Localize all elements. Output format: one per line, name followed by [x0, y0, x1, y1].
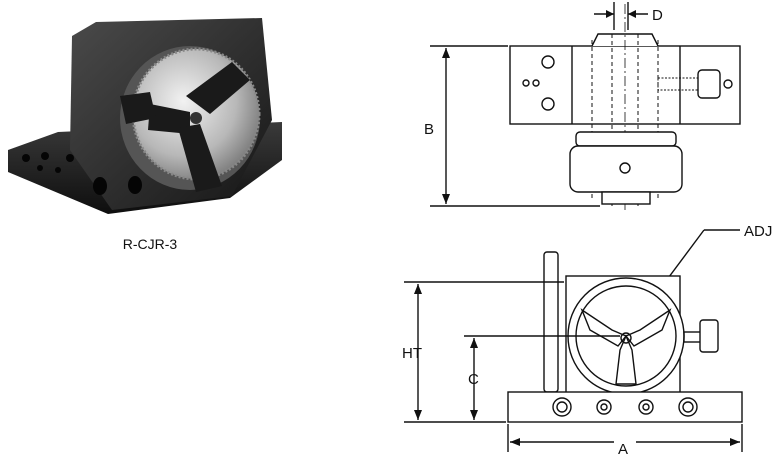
base-holes — [22, 152, 142, 195]
top-view: D — [424, 2, 741, 210]
product-caption: R-CJR-3 — [122, 236, 178, 252]
chuck-jaws — [120, 62, 250, 192]
chuck-center — [190, 112, 202, 124]
dim-ht-label: HT — [402, 345, 422, 362]
dim-b-label: B — [424, 121, 434, 138]
dim-a-label: A — [618, 441, 628, 456]
dim-adj-label: ADJ — [744, 223, 772, 240]
dim-c-label: C — [468, 371, 479, 388]
dim-d-label: D — [652, 7, 663, 24]
front-base-holes — [552, 397, 698, 417]
front-view: ADJ — [402, 223, 772, 456]
